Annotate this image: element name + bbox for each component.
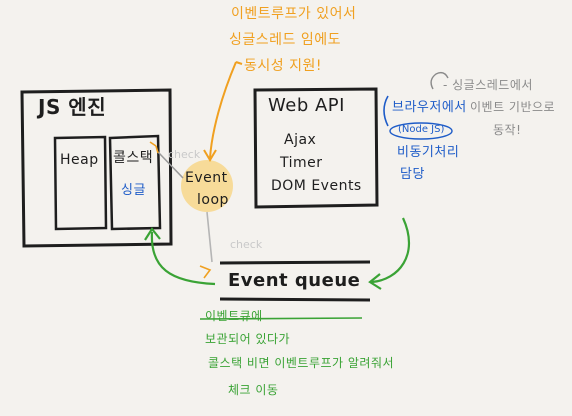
heap-box: [53, 135, 108, 231]
event-loop-highlight: [181, 160, 233, 212]
web-api-item-dom-events: DOM Events: [271, 178, 362, 194]
browser-note-line2: (Node JS): [398, 124, 445, 135]
web-api-title: Web API: [268, 95, 345, 116]
browser-note-line1: 브라우저에서: [392, 100, 467, 115]
top-note-line3: 동시성 지원!: [244, 58, 322, 74]
call-stack-label: 콜스택: [113, 150, 154, 166]
check-spark-bottom: [199, 265, 212, 279]
bottom-note-line4: 체크 이동: [228, 383, 279, 397]
green-arrow-webapi-to-queue: [371, 217, 411, 284]
grey-check-arrow-top: [157, 151, 184, 179]
web-api-box: [253, 87, 379, 209]
blue-bracket-left: [383, 95, 389, 127]
check-label-bottom: check: [230, 238, 263, 251]
green-arrow-head-stack: [144, 227, 161, 241]
bottom-note-underline: [199, 317, 363, 320]
grey-note-line3: 동작!: [493, 123, 522, 137]
event-queue-top-line: [219, 260, 371, 265]
bottom-note-line2: 보관되어 있다가: [205, 332, 291, 346]
top-note-line1: 이벤트루프가 있어서: [231, 6, 357, 22]
orange-arrow-head: [203, 149, 217, 162]
grey-note-swirl: [430, 71, 449, 90]
js-engine-title: JS 엔진: [38, 95, 107, 119]
single-thread-label: 싱글: [121, 183, 146, 198]
web-api-item-ajax: Ajax: [284, 132, 317, 148]
green-arrow-queue-to-stack: [150, 231, 216, 286]
event-queue-bottom-line: [219, 297, 371, 302]
bottom-note-line1: 이벤트큐에: [205, 309, 263, 323]
green-arrow-head-queue: [368, 273, 382, 290]
grey-note-line1: - 싱글스레드에서: [443, 78, 533, 92]
event-loop-line1: Event: [185, 170, 228, 186]
browser-note-line3: 비동기처리: [397, 145, 460, 160]
event-queue-label: Event queue: [228, 270, 361, 291]
grey-check-arrow-bottom: [206, 211, 213, 263]
node-js-circle: [389, 122, 453, 140]
orange-arrow-line: [209, 61, 237, 159]
top-note-line2: 싱글스레드 임에도: [229, 32, 341, 48]
event-loop-line2: loop: [197, 192, 229, 208]
heap-label: Heap: [60, 152, 99, 168]
browser-note-line4: 담당: [400, 167, 425, 182]
orange-arrow-tail: [235, 61, 243, 65]
js-engine-box: [20, 88, 173, 248]
web-api-item-timer: Timer: [280, 155, 323, 171]
grey-note-line2: 이벤트 기반으로: [470, 100, 556, 114]
check-label-top: check: [168, 148, 201, 161]
check-spark-top: [149, 141, 159, 154]
bottom-note-line3: 콜스택 비면 이벤트루프가 알려줘서: [208, 356, 395, 370]
call-stack-box: [108, 134, 162, 231]
